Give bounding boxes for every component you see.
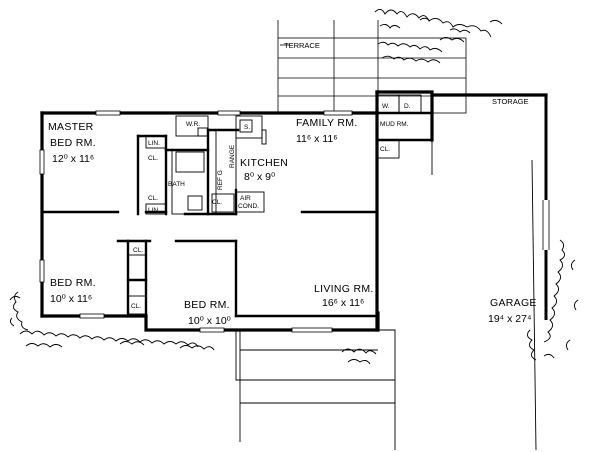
front-walk [235, 330, 395, 442]
closet-label: CL. [131, 303, 141, 310]
closet-label: CL. [380, 146, 390, 153]
master-bed-label-2: BED RM. [50, 137, 96, 149]
bed-room-1-dims: 10⁰ x 11⁶ [50, 293, 92, 305]
range-label: RANGE [229, 144, 236, 168]
master-bed-label: MASTER [48, 121, 94, 133]
kitchen-label: KITCHEN [240, 157, 288, 169]
master-bed-dims: 12⁰ x 11⁶ [52, 153, 94, 165]
kitchen-dims: 8⁰ x 9⁰ [244, 171, 276, 183]
bed-room-2-dims: 10⁰ x 10⁰ [188, 315, 232, 327]
garage-dims: 19⁴ x 27⁴ [488, 313, 531, 325]
dryer-label: D. [404, 103, 411, 110]
family-room-label: FAMILY RM. [296, 117, 358, 129]
living-room-dims: 16⁶ x 11⁶ [322, 297, 364, 309]
bed-room-2-label: BED RM. [184, 299, 230, 311]
garage-structure [377, 95, 550, 451]
air-cond-label: AIR [240, 195, 251, 202]
storage-label: STORAGE [492, 97, 529, 106]
family-room-dims: 11⁶ x 11⁶ [296, 133, 338, 145]
closet-label: CL. [148, 155, 158, 162]
linen-closet-2-label: LIN. [148, 207, 160, 214]
sink-label: S. [244, 124, 250, 131]
wr-label: W.R. [186, 121, 200, 128]
refrigerator-label: REF G [217, 170, 224, 190]
closet-label: CL. [148, 195, 158, 202]
closet-label: CL. [133, 247, 143, 254]
terrace-label: TERRACE [284, 41, 320, 50]
washer-label: W. [382, 103, 390, 110]
bed-room-1-label: BED RM. [50, 277, 96, 289]
linen-closet-1-label: LIN. [148, 140, 160, 147]
living-room-label: LIVING RM. [314, 283, 374, 295]
fixtures [127, 94, 433, 315]
garage-label: GARAGE [490, 297, 537, 309]
terrace-area [277, 20, 467, 114]
bath-label: BATH [168, 181, 185, 188]
closet-label: CL. [212, 199, 222, 206]
air-cond-label-2: COND. [238, 203, 259, 210]
mud-room-label: MUD RM. [380, 121, 409, 128]
room-labels: TERRACE STORAGE MASTER BED RM. 12⁰ x 11⁶… [48, 41, 537, 327]
windows [39, 110, 353, 333]
landscaping-shrubs [9, 9, 579, 365]
